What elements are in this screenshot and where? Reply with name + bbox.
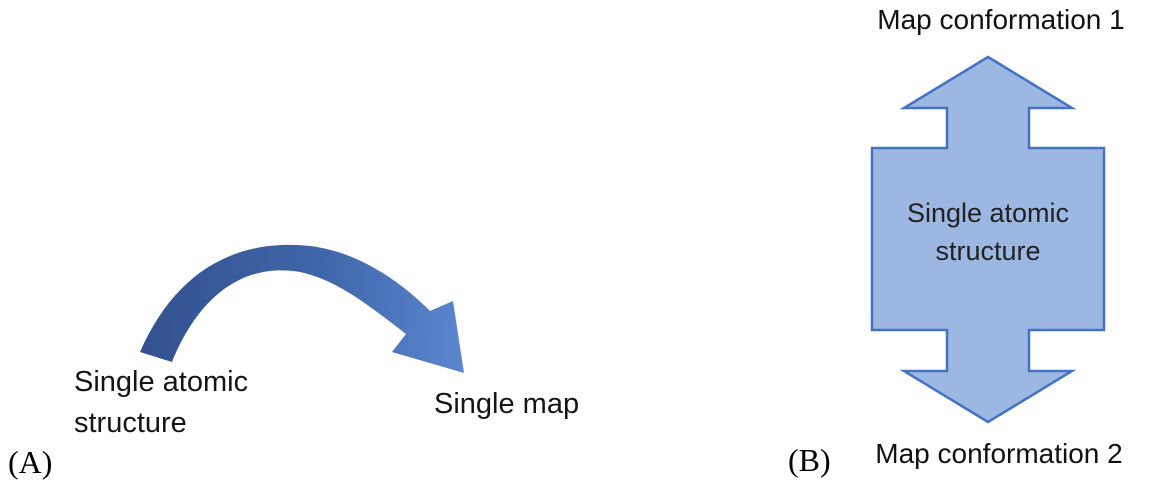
source-structure-line1: Single atomic [74, 366, 249, 398]
panel-b-label: (B) [788, 442, 831, 478]
single-map-label: Single map [434, 388, 580, 420]
curved-arrow-icon [140, 244, 464, 373]
source-structure-label: Single atomic structure [74, 362, 248, 444]
map-conformation-2-label: Map conformation 2 [875, 438, 1123, 469]
center-structure-line1: Single atomic [906, 198, 1070, 228]
center-structure-line2: structure [935, 236, 1041, 266]
map-conformation-1-label: Map conformation 1 [877, 4, 1125, 35]
source-structure-line2: structure [74, 407, 187, 439]
center-structure-label: Single atomic structure [872, 194, 1104, 270]
double-headed-arrow-icon [870, 55, 1106, 424]
panel-a-label: (A) [8, 444, 53, 480]
